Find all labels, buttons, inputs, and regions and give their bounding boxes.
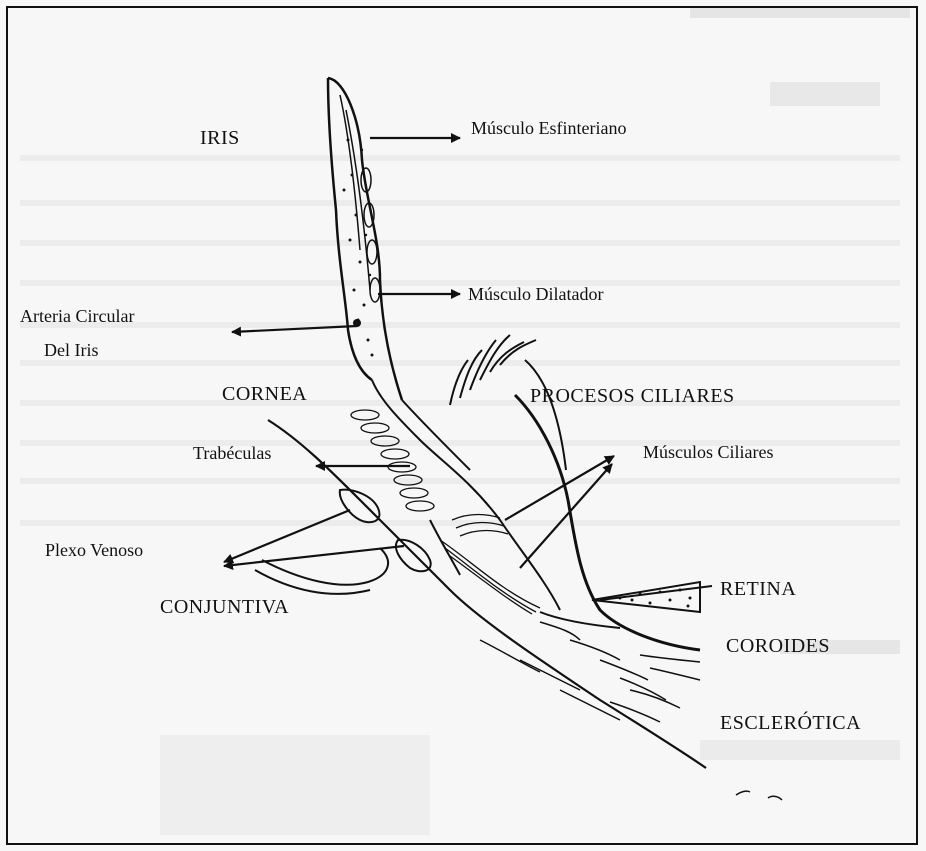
- label-conjunctiva: CONJUNTIVA: [160, 596, 289, 619]
- label-artery-line1: Arteria Circular: [20, 306, 134, 327]
- label-cornea: CORNEA: [222, 383, 307, 406]
- label-ciliary-muscles: Músculos Ciliares: [643, 442, 774, 463]
- label-venous-plexus: Plexo Venoso: [45, 540, 143, 561]
- label-artery-line2: Del Iris: [44, 340, 98, 361]
- label-trabeculae: Trabéculas: [193, 443, 271, 464]
- label-sphincter-muscle: Músculo Esfinteriano: [471, 118, 626, 139]
- label-retina: RETINA: [720, 578, 796, 601]
- label-choroid: COROIDES: [726, 635, 830, 658]
- label-iris: IRIS: [200, 127, 240, 150]
- label-ciliary-processes: PROCESOS CILIARES: [530, 385, 735, 408]
- label-dilator-muscle: Músculo Dilatador: [468, 284, 603, 305]
- label-sclera: ESCLERÓTICA: [720, 712, 861, 735]
